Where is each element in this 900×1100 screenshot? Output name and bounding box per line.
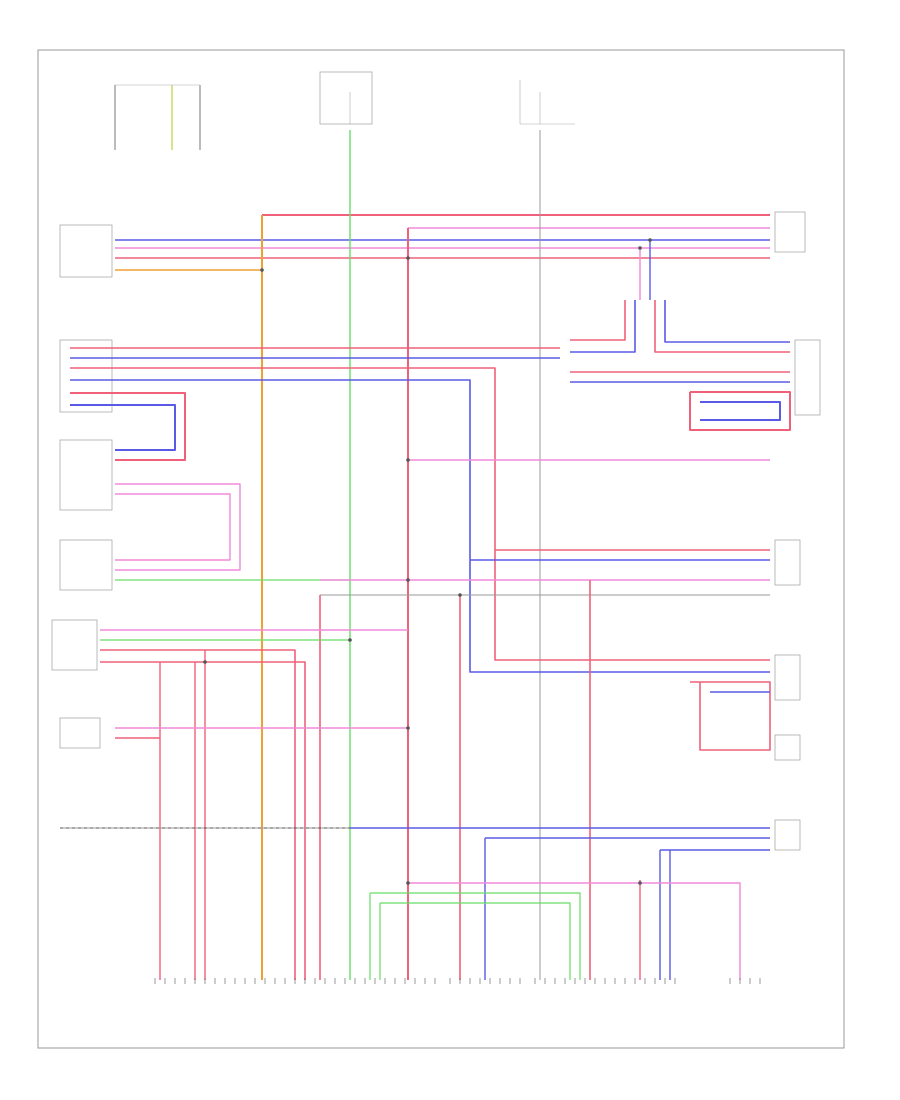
wire-blue-50	[664, 300, 790, 343]
splice-dot	[348, 638, 352, 642]
splice-dot	[638, 881, 642, 885]
diagram-frame	[37, 49, 845, 1049]
run-fuse-box	[519, 80, 575, 125]
splice-dot	[406, 881, 410, 885]
wire-pink-43	[408, 882, 741, 980]
tcm-box	[794, 339, 821, 416]
splice-points	[203, 238, 652, 885]
splice-dot	[406, 578, 410, 582]
bottom-connector-strip	[154, 978, 761, 984]
steering-angle-sensor-box	[59, 224, 113, 278]
ground-connectors	[114, 84, 201, 150]
data-link-box	[774, 819, 801, 851]
wire-group	[60, 130, 791, 980]
wire-red-14	[70, 392, 186, 461]
pcm-box	[59, 717, 101, 749]
yaw-rate-box	[774, 734, 801, 761]
splice-dot	[260, 268, 264, 272]
brake-pressure-box	[774, 654, 801, 701]
splice-dot	[406, 458, 410, 462]
splice-dot	[203, 660, 207, 664]
lh-front-wheel-sensor-box	[774, 211, 806, 253]
wire-blue-15	[70, 404, 176, 451]
wire-red-48	[570, 300, 626, 341]
wire-blue-49	[570, 300, 636, 353]
splice-dot	[406, 256, 410, 260]
wire-red-51	[654, 300, 790, 353]
wire-pink-17	[115, 493, 231, 561]
wire-red-29	[100, 661, 306, 980]
wire-red-28	[100, 649, 296, 980]
wire-red-54	[689, 391, 791, 431]
transmission-range-box	[59, 539, 113, 591]
wire-green-44	[370, 892, 581, 980]
shift-interlock-box	[59, 439, 113, 511]
splice-dot	[458, 593, 462, 597]
vdc-module-box	[59, 339, 113, 413]
transmission-control-box	[774, 539, 801, 586]
wire-red-57	[690, 681, 771, 751]
wire-blue-13	[70, 379, 770, 673]
splice-dot	[638, 246, 642, 250]
wire-pink-16	[115, 483, 241, 571]
wire-green-45	[380, 902, 571, 980]
splice-dot	[648, 238, 652, 242]
splice-dot	[406, 726, 410, 730]
wire-blue-55	[700, 401, 781, 421]
hot-fuse-box	[319, 71, 373, 125]
wire-red-12	[70, 367, 770, 661]
engine-control-box	[51, 619, 98, 671]
